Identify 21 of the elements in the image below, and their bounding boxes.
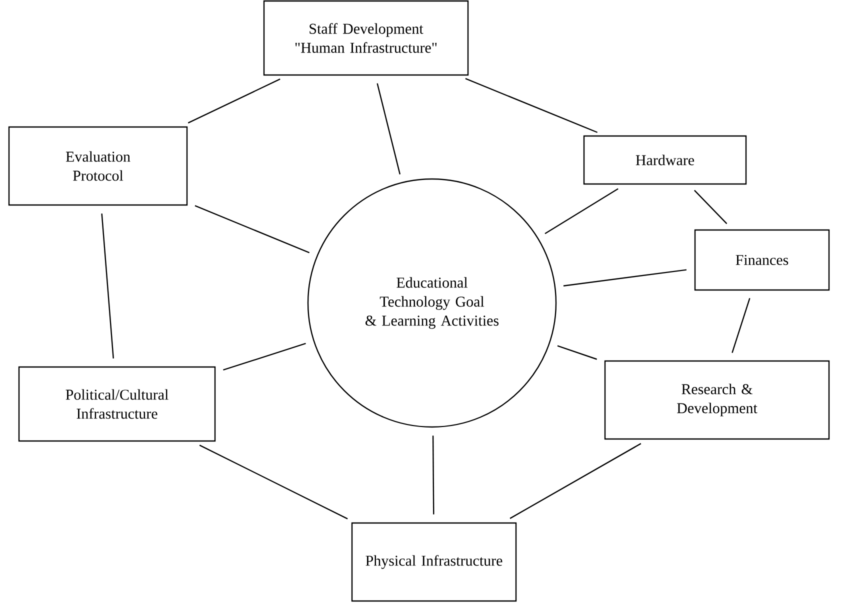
connector-line: [376, 83, 401, 174]
connector-line: [694, 190, 728, 224]
component-box: Research & Development: [604, 360, 830, 440]
connector-line: [465, 78, 598, 133]
component-box: Finances: [694, 229, 830, 291]
component-box: Staff Development "Human Infrastructure": [263, 0, 469, 76]
connector-line: [544, 188, 618, 234]
connector-line: [194, 205, 310, 254]
connector-line: [563, 269, 687, 286]
component-box: Hardware: [583, 135, 747, 185]
connector-line: [557, 345, 598, 360]
connector-line: [101, 214, 114, 358]
component-box: Evaluation Protocol: [8, 126, 188, 206]
connector-line: [432, 436, 434, 514]
connector-line: [732, 298, 750, 353]
component-box: Political/Cultural Infrastructure: [18, 366, 216, 442]
connector-line: [223, 342, 306, 371]
component-box: Physical Infrastructure: [351, 522, 517, 602]
connector-line: [199, 444, 348, 520]
connector-line: [188, 78, 280, 124]
connector-line: [510, 443, 642, 519]
